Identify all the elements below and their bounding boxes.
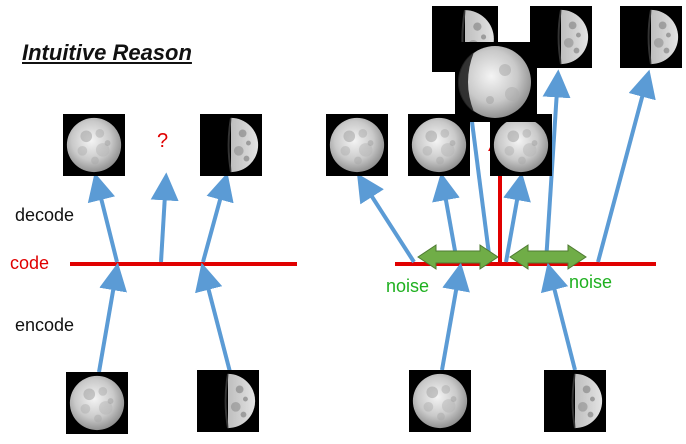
- slide-title: Intuitive Reason: [22, 40, 192, 65]
- code-label: code: [10, 253, 50, 273]
- encode-arrow-half-right: [540, 262, 577, 371]
- half-moon-icon: [530, 6, 592, 68]
- decode-arrow-r5: [542, 69, 571, 263]
- encode-arrow-full: [97, 262, 127, 373]
- noise-label-left: noise: [386, 276, 430, 296]
- decode-arrow-r2: [432, 172, 460, 263]
- full-moon-icon: [326, 114, 388, 176]
- encode-arrow-half: [195, 262, 232, 373]
- decode-arrow-r1: [356, 173, 416, 264]
- full-moon-icon: [409, 370, 471, 432]
- half-moon-icon: [544, 370, 606, 432]
- half-moon-icon: [620, 6, 682, 68]
- half-moon-icon: [197, 370, 259, 432]
- half-moon-icon: [200, 114, 262, 176]
- encode-label: encode: [15, 315, 75, 335]
- decode-arrow-r4: [503, 172, 531, 263]
- decode-label: decode: [15, 205, 75, 225]
- gibbous-moon-icon: [455, 42, 537, 122]
- question-mark: ?: [157, 130, 169, 152]
- full-moon-icon: [66, 372, 128, 434]
- full-moon-icon: [408, 114, 470, 176]
- noise-label-right: noise: [569, 272, 613, 292]
- noise-arrow-right: [509, 244, 587, 270]
- full-moon-icon: [490, 114, 552, 176]
- decode-arrow-r6: [596, 69, 656, 263]
- decode-arrow-half: [201, 172, 234, 263]
- decode-arrow-full: [87, 172, 119, 263]
- full-moon-icon: [63, 114, 125, 176]
- encode-arrow-full-right: [440, 262, 470, 371]
- decode-arrow-mid: [150, 172, 179, 263]
